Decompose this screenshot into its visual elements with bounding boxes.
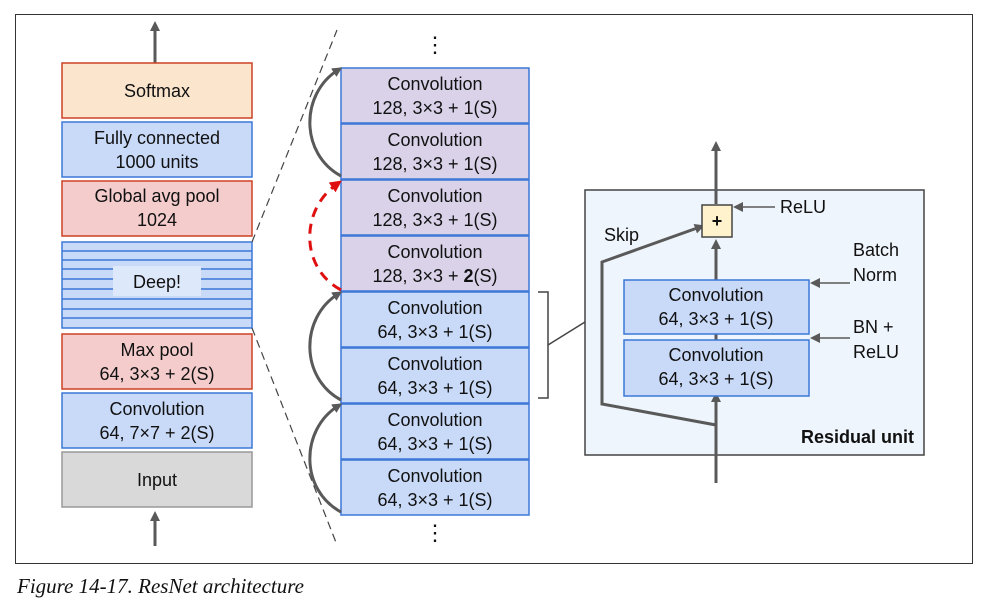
- fc-label-line1: Fully connected: [94, 128, 220, 148]
- residual-conv-top: Convolution 64, 3×3 + 1(S): [623, 279, 810, 335]
- conv-128-layer-1: Convolution 128, 3×3 + 1(S): [340, 67, 530, 124]
- maxpool-label-line2: 64, 3×3 + 2(S): [99, 364, 214, 384]
- zoom-line-bottom: [251, 327, 338, 546]
- mid-layer-6-line1: Convolution: [387, 354, 482, 374]
- conv-64-layer-5: Convolution 64, 3×3 + 1(S): [340, 291, 530, 348]
- gap-label-line1: Global avg pool: [94, 186, 219, 206]
- mid-layer-6-line2: 64, 3×3 + 1(S): [377, 378, 492, 398]
- mid-layer-7-line2: 64, 3×3 + 1(S): [377, 434, 492, 454]
- global-avg-pool-layer: Global avg pool 1024: [61, 180, 253, 237]
- figure-caption: Figure 14-17. ResNet architecture: [17, 574, 304, 598]
- conv-128-layer-3: Convolution 128, 3×3 + 1(S): [340, 179, 530, 236]
- max-pool-layer: Max pool 64, 3×3 + 2(S): [61, 333, 253, 390]
- deep-layers-block: Deep!: [61, 241, 253, 329]
- residual-skip-path: [600, 223, 717, 427]
- ellipsis-bottom: ⋮: [424, 520, 446, 545]
- skip-arc-dashed-red: [308, 180, 342, 292]
- residual-conv-bottom: Convolution 64, 3×3 + 1(S): [623, 339, 810, 397]
- res-conv-top-line2: 64, 3×3 + 1(S): [658, 309, 773, 329]
- res-conv-bottom-line1: Convolution: [668, 345, 763, 365]
- relu-label: ReLU: [780, 197, 826, 217]
- mid-layer-4-line2: 128, 3×3 + 2(S): [372, 266, 497, 286]
- mid-layer-5-line1: Convolution: [387, 298, 482, 318]
- maxpool-label-line1: Max pool: [120, 340, 193, 360]
- resnet-diagram: Softmax Fully connected 1000 units Globa…: [61, 21, 925, 546]
- residual-bracket: [538, 291, 549, 399]
- first-conv-layer: Convolution 64, 7×7 + 2(S): [61, 392, 253, 449]
- bn-relu-line1: BN +: [853, 317, 894, 337]
- conv-64-layer-8: Convolution 64, 3×3 + 1(S): [340, 459, 530, 516]
- mid-layer-1-line1: Convolution: [387, 74, 482, 94]
- zoom-line-top: [251, 29, 338, 243]
- conv-128-layer-2: Convolution 128, 3×3 + 1(S): [340, 123, 530, 180]
- skip-label: Skip: [604, 225, 639, 245]
- deep-label: Deep!: [133, 272, 181, 292]
- res-conv-bottom-line2: 64, 3×3 + 1(S): [658, 369, 773, 389]
- fully-connected-layer: Fully connected 1000 units: [61, 121, 253, 178]
- residual-unit-title: Residual unit: [801, 427, 914, 447]
- skip-arc-bottom: [308, 403, 343, 514]
- skip-arc-middle: [308, 291, 343, 402]
- mid-layer-2-line1: Convolution: [387, 130, 482, 150]
- deep-label-background: [113, 266, 201, 296]
- skip-arc-top: [308, 67, 343, 178]
- gap-label-line2: 1024: [137, 210, 177, 230]
- softmax-label: Softmax: [124, 81, 190, 101]
- mid-layer-8-line1: Convolution: [387, 466, 482, 486]
- conv-128-layer-4-stride2: Convolution 128, 3×3 + 2(S): [340, 235, 530, 292]
- mid-layer-3-line2: 128, 3×3 + 1(S): [372, 210, 497, 230]
- conv1-label-line2: 64, 7×7 + 2(S): [99, 423, 214, 443]
- batch-norm-line1: Batch: [853, 240, 899, 260]
- input-label: Input: [137, 470, 177, 490]
- mid-layer-5-line2: 64, 3×3 + 1(S): [377, 322, 492, 342]
- mid-layer-1-line2: 128, 3×3 + 1(S): [372, 98, 497, 118]
- conv-64-layer-6: Convolution 64, 3×3 + 1(S): [340, 347, 530, 404]
- batch-norm-line2: Norm: [853, 265, 897, 285]
- fc-label-line2: 1000 units: [115, 152, 198, 172]
- mid-layer-8-line2: 64, 3×3 + 1(S): [377, 490, 492, 510]
- mid-layer-7-line1: Convolution: [387, 410, 482, 430]
- ellipsis-top: ⋮: [424, 32, 446, 57]
- softmax-layer: Softmax: [61, 62, 253, 119]
- add-node: +: [701, 204, 733, 238]
- conv-64-layer-7: Convolution 64, 3×3 + 1(S): [340, 403, 530, 460]
- mid-layer-2-line2: 128, 3×3 + 1(S): [372, 154, 497, 174]
- res-conv-top-line1: Convolution: [668, 285, 763, 305]
- add-symbol: +: [712, 211, 723, 231]
- bn-relu-line2: ReLU: [853, 342, 899, 362]
- conv1-label-line1: Convolution: [109, 399, 204, 419]
- bracket-connector: [547, 321, 586, 346]
- mid-layer-3-line1: Convolution: [387, 186, 482, 206]
- mid-layer-4-line1: Convolution: [387, 242, 482, 262]
- input-layer: Input: [61, 451, 253, 508]
